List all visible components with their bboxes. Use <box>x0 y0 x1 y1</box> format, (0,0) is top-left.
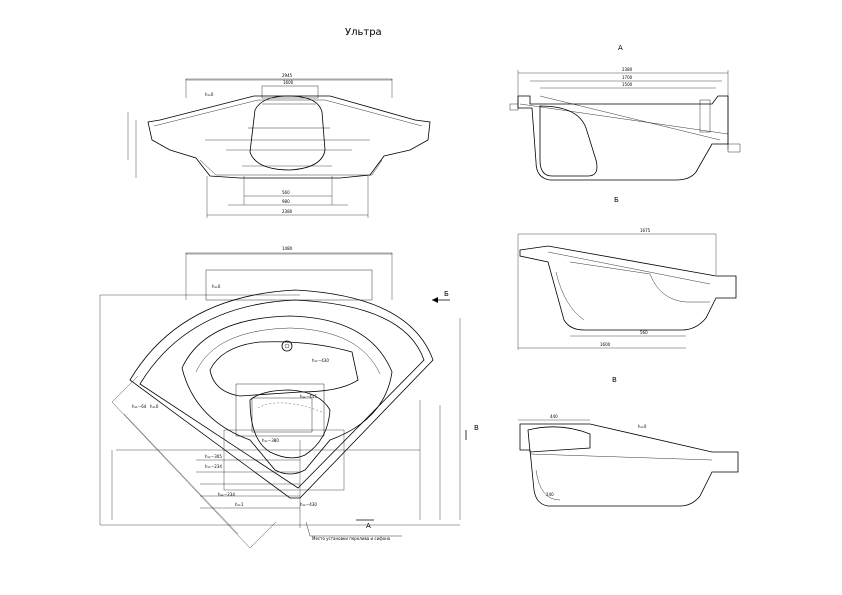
section-arrow-v: В <box>465 424 479 440</box>
plan-h415: h=−415 <box>300 394 317 399</box>
sec-b-dim1: 1675 <box>640 228 651 233</box>
svg-text:Б: Б <box>444 290 449 298</box>
section-b-label: Б <box>614 196 619 204</box>
plan-h430: h=−430 <box>312 358 329 363</box>
drawing-title: Ультра <box>345 27 382 38</box>
sec-b-dim3: 1600 <box>600 342 611 347</box>
plan-view: 1480 h=0 <box>99 246 479 549</box>
sec-v-dim2: 240 <box>546 492 554 497</box>
plan-h430b: h=−430 <box>300 502 317 507</box>
dim-top-width: 2945 <box>282 73 293 78</box>
section-arrow-a: А <box>356 519 374 530</box>
section-b-view: Б 1675 560 1600 <box>517 196 737 350</box>
dim-bottom-2: 980 <box>282 199 290 204</box>
plan-h64: h=−64 <box>132 404 147 409</box>
plan-h0b: h=0 <box>150 404 159 409</box>
plan-h380: h=−380 <box>262 438 279 443</box>
plan-h305: h=−305 <box>205 454 222 459</box>
section-arrow-b: Б <box>432 290 450 303</box>
dim-bottom-3: 2380 <box>282 209 293 214</box>
plan-h1: h=1 <box>235 502 244 507</box>
dim-bottom-1: 560 <box>282 190 290 195</box>
installation-note: Место установки перелива и сифона <box>312 536 391 541</box>
dim-h0-top: h=0 <box>205 92 214 97</box>
section-a-label: А <box>618 44 623 52</box>
plan-h0: h=0 <box>212 284 221 289</box>
section-a-view: А 2380 1700 1500 <box>509 44 741 181</box>
section-v-label: В <box>612 376 617 384</box>
front-elevation-view: 2945 1600 560 980 2380 h=0 <box>127 73 431 218</box>
sec-v-h0: h=0 <box>638 424 647 429</box>
plan-h234b: h=−234 <box>218 492 235 497</box>
sec-a-dim3: 1500 <box>622 82 633 87</box>
sec-v-dim1: 440 <box>550 414 558 419</box>
sec-b-dim2: 560 <box>640 330 648 335</box>
sec-a-dim2: 1700 <box>622 75 633 80</box>
svg-text:А: А <box>366 522 371 530</box>
section-v-view: В 440 h=0 240 <box>518 376 739 507</box>
dim-top-inner: 1600 <box>283 80 294 85</box>
sec-a-dim1: 2380 <box>622 67 633 72</box>
svg-text:В: В <box>474 424 479 432</box>
plan-h234: h=−234 <box>205 464 222 469</box>
dim-plan-top: 1480 <box>282 246 293 251</box>
